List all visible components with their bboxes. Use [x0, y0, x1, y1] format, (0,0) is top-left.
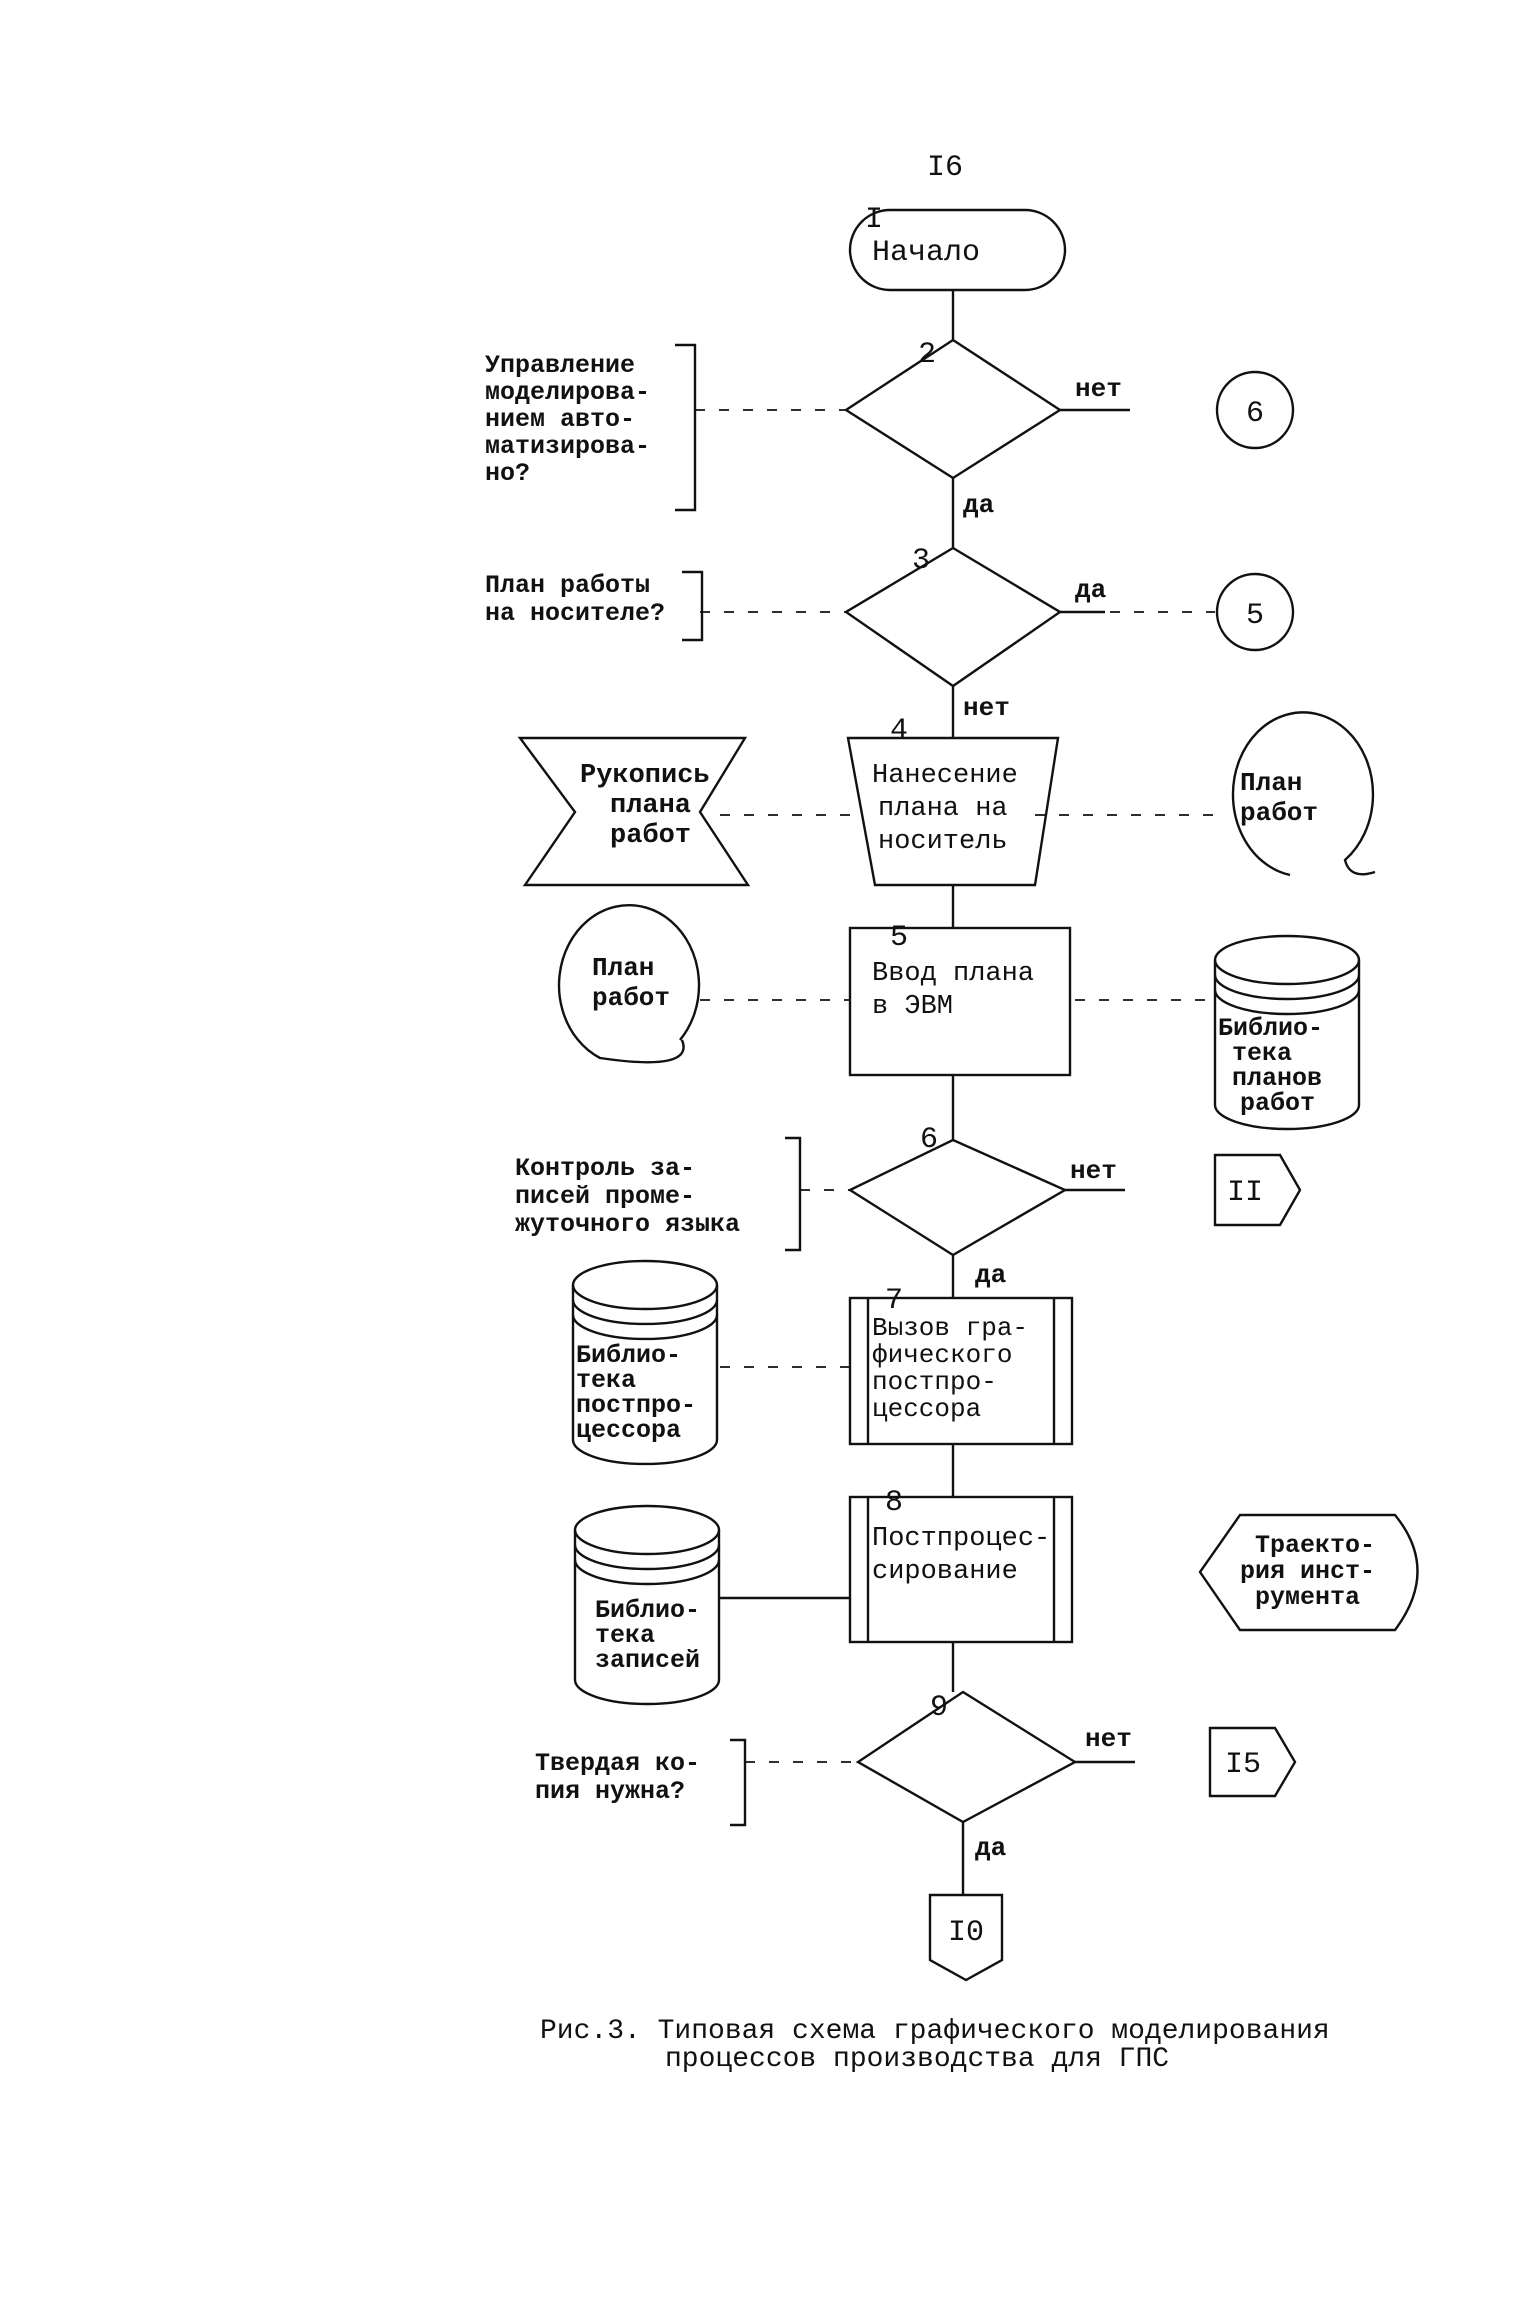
manuscript-line-1: Рукопись: [580, 761, 710, 791]
offpage-b6-no-label: II: [1227, 1176, 1263, 1210]
figure-caption-line-1: Рис.3. Типовая схема графического модели…: [540, 2016, 1330, 2047]
block-7-predefined-process: 7 Вызов гра- фического постпро- цессора: [848, 1284, 1074, 1446]
display-line-3: румента: [1255, 1583, 1360, 1612]
block-3-no-label: нет: [963, 693, 1010, 723]
block-6-decision: 6 нет да: [847, 1123, 1117, 1290]
document-right-symbol: План работ: [1231, 711, 1376, 877]
comment-3-line-2: на носителе?: [485, 599, 665, 628]
manuscript-line-2: плана: [610, 791, 691, 821]
document-left-line-2: работ: [592, 983, 670, 1013]
block-4-line-3: носитель: [878, 827, 1008, 857]
block-9-decision: 9 нет да: [855, 1690, 1132, 1863]
block-5-line-2: в ЭВМ: [872, 992, 953, 1022]
block-7-line-4: цессора: [872, 1394, 981, 1424]
block-9-yes-label: да: [975, 1833, 1006, 1863]
display-symbol: Траекто- рия инст- румента: [1198, 1513, 1419, 1632]
block-3-number: 3: [912, 544, 930, 578]
block-8-number: 8: [885, 1486, 903, 1520]
db-post-line-4: цессора: [576, 1416, 681, 1445]
block-9-number: 9: [930, 1691, 948, 1725]
page-number: I6: [927, 151, 963, 185]
block-4-manual-operation: 4 Нанесение плана на носитель: [846, 714, 1060, 887]
display-line-1: Траекто-: [1255, 1531, 1375, 1560]
database-records-library: Библио- тека записей: [573, 1504, 721, 1706]
comment-6-line-1: Контроль за-: [515, 1154, 695, 1183]
block-1-start: I Начало: [848, 203, 1067, 292]
block-7-line-3: постпро-: [872, 1367, 997, 1397]
block-6-no-label: нет: [1070, 1156, 1117, 1186]
block-4-line-1: Нанесение: [872, 761, 1018, 791]
db-records-line-1: Библио-: [595, 1596, 700, 1625]
block-6-number: 6: [920, 1123, 938, 1157]
connector-b2-no-label: 6: [1246, 397, 1264, 431]
block-2-decision: 2 нет да: [843, 338, 1122, 520]
block-8-predefined-process: 8 Постпроцес- сирование: [848, 1486, 1074, 1644]
db-records-line-3: записей: [595, 1646, 700, 1675]
document-left-symbol: План работ: [557, 904, 701, 1064]
connector-b2-no: 6: [1215, 370, 1295, 450]
db-plans-line-1: Библио-: [1218, 1014, 1323, 1043]
offpage-connector-b9-yes: I0: [928, 1893, 1004, 1982]
block-4-line-2: плана на: [878, 794, 1008, 824]
db-post-line-3: постпро-: [576, 1391, 696, 1420]
offpage-connector-b9-no: I5: [1208, 1726, 1297, 1798]
block-1-number: I: [865, 203, 883, 237]
db-records-line-2: тека: [595, 1621, 655, 1650]
comment-block-9: Твердая ко- пия нужна?: [535, 1738, 747, 1827]
manuscript-symbol: Рукопись плана работ: [517, 736, 751, 887]
figure-caption-line-2: процессов производства для ГПС: [665, 2044, 1169, 2075]
comment-6-line-2: писей проме-: [515, 1182, 695, 1211]
db-post-line-2: тека: [576, 1366, 636, 1395]
block-5-process: 5 Ввод плана в ЭВМ: [848, 921, 1072, 1077]
main-flow-lines: [720, 290, 1135, 1895]
block-4-number: 4: [890, 714, 908, 748]
offpage-connector-b6-no: II: [1213, 1153, 1302, 1227]
connector-b3-yes-label: 5: [1246, 599, 1264, 633]
association-lines: [695, 409, 1215, 1763]
block-7-line-1: Вызов гра-: [872, 1313, 1028, 1343]
db-plans-line-4: работ: [1240, 1089, 1315, 1118]
offpage-b9-no-label: I5: [1225, 1748, 1261, 1782]
block-9-no-label: нет: [1085, 1724, 1132, 1754]
block-5-line-1: Ввод плана: [872, 959, 1034, 989]
connector-b3-yes: 5: [1215, 572, 1295, 652]
offpage-b9-yes-label: I0: [948, 1916, 984, 1950]
comment-2-line-4: матизирова-: [485, 432, 650, 461]
db-plans-line-3: планов: [1232, 1064, 1322, 1093]
comment-block-6: Контроль за- писей проме- жуточного язык…: [515, 1136, 802, 1252]
comment-block-3: План работы на носителе?: [485, 570, 704, 642]
manuscript-line-3: работ: [610, 821, 691, 851]
display-line-2: рия инст-: [1240, 1557, 1375, 1586]
db-post-line-1: Библио-: [576, 1341, 681, 1370]
comment-6-line-3: жуточного языка: [515, 1210, 740, 1239]
comment-block-2: Управление моделирова- нием авто- матизи…: [485, 343, 697, 512]
block-2-number: 2: [918, 338, 936, 372]
document-right-line-1: План: [1240, 768, 1302, 798]
block-2-no-label: нет: [1075, 374, 1122, 404]
comment-9-line-2: пия нужна?: [535, 1777, 685, 1806]
block-6-yes-label: да: [975, 1260, 1006, 1290]
comment-2-line-5: но?: [485, 459, 530, 488]
comment-3-line-1: План работы: [485, 571, 650, 600]
block-3-yes-label: да: [1075, 575, 1106, 605]
block-7-number: 7: [885, 1284, 903, 1318]
block-8-line-2: сирование: [872, 1557, 1018, 1587]
block-8-line-1: Постпроцес-: [872, 1524, 1050, 1554]
comment-9-line-1: Твердая ко-: [535, 1749, 700, 1778]
database-postprocessor-library: Библио- тека постпро- цессора: [571, 1259, 719, 1466]
block-1-label: Начало: [872, 236, 980, 270]
db-plans-line-2: тека: [1232, 1039, 1292, 1068]
comment-2-line-2: моделирова-: [485, 378, 650, 407]
document-right-line-2: работ: [1240, 798, 1318, 828]
block-7-line-2: фического: [872, 1340, 1012, 1370]
block-5-number: 5: [890, 921, 908, 955]
comment-2-line-1: Управление: [485, 351, 635, 380]
block-2-yes-label: да: [963, 490, 994, 520]
block-3-decision: 3 да нет: [843, 544, 1106, 723]
document-left-line-1: План: [592, 953, 654, 983]
database-plans-library: Библио- тека планов работ: [1213, 934, 1361, 1131]
comment-2-line-3: нием авто-: [485, 405, 635, 434]
